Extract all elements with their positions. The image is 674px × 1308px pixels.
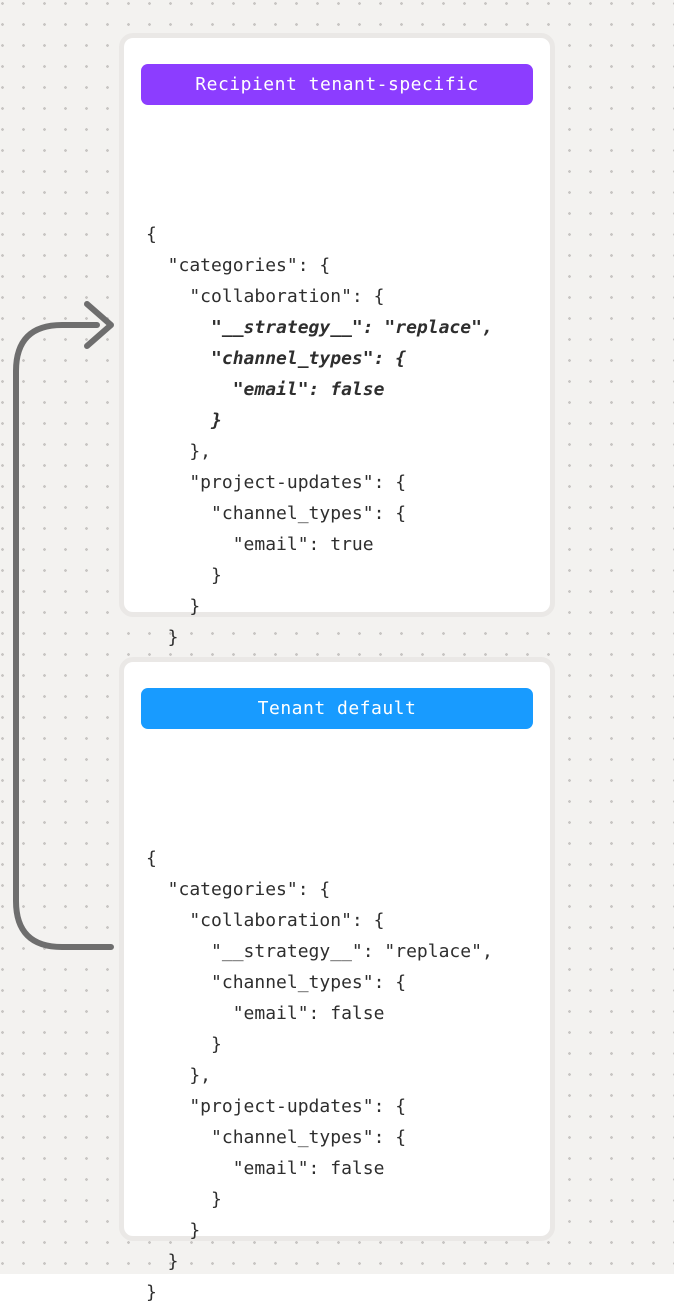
code-line: } (146, 1189, 222, 1210)
code-line: "email": false (146, 379, 385, 400)
card-recipient-tenant-specific: Recipient tenant-specific { "categories"… (119, 33, 555, 679)
code-line: "channel_types": { (146, 1127, 407, 1148)
code-line: "project-updates": { (146, 1096, 407, 1117)
code-line: } (146, 1251, 179, 1272)
code-line: } (146, 627, 179, 648)
code-line: } (146, 1034, 222, 1055)
code-line: } (146, 1282, 157, 1303)
arrow-shaft (13, 322, 114, 950)
code-line: "__strategy__": "replace", (146, 317, 493, 338)
code-line: "categories": { (146, 255, 331, 276)
code-line: "email": false (146, 1003, 385, 1024)
code-line: "email": false (146, 1158, 385, 1179)
recipient-tenant-specific-badge: Recipient tenant-specific (141, 64, 533, 105)
code-line: "categories": { (146, 879, 331, 900)
tenant-default-badge: Tenant default (141, 688, 533, 729)
card-tenant-default: Tenant default { "categories": { "collab… (119, 657, 555, 1303)
code-line: "collaboration": { (146, 286, 385, 307)
code-line: "channel_types": { (146, 503, 407, 524)
code-line: "project-updates": { (146, 472, 407, 493)
arrow-head (84, 301, 114, 349)
tenant-default-json-code: { "categories": { "collaboration": { "__… (146, 750, 550, 1308)
code-line: "email": true (146, 534, 374, 555)
code-line: "collaboration": { (146, 910, 385, 931)
code-line: "channel_types": { (146, 972, 407, 993)
code-line: }, (146, 441, 212, 462)
code-line: } (146, 410, 222, 431)
code-line: }, (146, 1065, 212, 1086)
code-line: } (146, 1220, 201, 1241)
code-line: "__strategy__": "replace", (146, 941, 493, 962)
recipient-tenant-specific-json-code: { "categories": { "collaboration": { "__… (146, 126, 550, 684)
code-line: "channel_types": { (146, 348, 407, 369)
code-line: } (146, 596, 201, 617)
code-line: { (146, 848, 157, 869)
code-line: } (146, 565, 222, 586)
code-line: { (146, 224, 157, 245)
